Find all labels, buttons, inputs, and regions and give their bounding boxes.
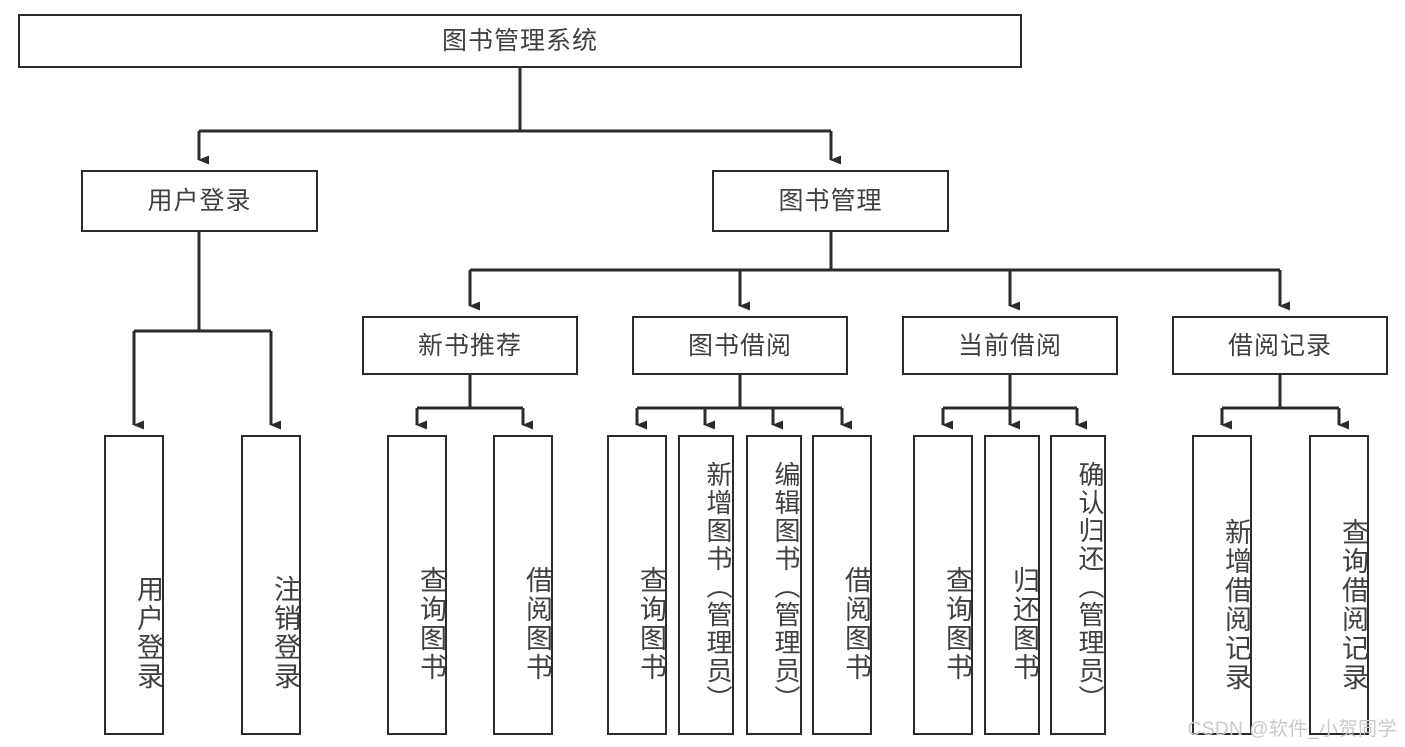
leaf-logout[interactable]: 注销登录: [241, 435, 301, 735]
leaf-return-book[interactable]: 归还图书: [984, 435, 1040, 735]
leaf-query-book-current[interactable]: 查询图书: [913, 435, 973, 735]
csdn-watermark: CSDN @软件_小贺同学: [1187, 719, 1397, 740]
node-book-management[interactable]: 图书管理: [712, 170, 949, 232]
leaf-borrow-book[interactable]: 借阅图书: [812, 435, 872, 735]
leaf-query-book-borrow[interactable]: 查询图书: [607, 435, 667, 735]
leaf-edit-book-admin[interactable]: 编辑图书（管理员）: [746, 435, 802, 735]
node-current-borrow[interactable]: 当前借阅: [902, 316, 1118, 375]
leaf-borrow-book-recommend[interactable]: 借阅图书: [493, 435, 553, 735]
leaf-confirm-return-admin[interactable]: 确认归还（管理员）: [1050, 435, 1106, 735]
leaf-query-borrow-record[interactable]: 查询借阅记录: [1309, 435, 1369, 735]
node-new-book-recommend[interactable]: 新书推荐: [362, 316, 578, 375]
leaf-query-book-recommend[interactable]: 查询图书: [387, 435, 447, 735]
node-book-borrow[interactable]: 图书借阅: [632, 316, 848, 375]
leaf-add-book-admin[interactable]: 新增图书（管理员）: [678, 435, 734, 735]
node-root-system[interactable]: 图书管理系统: [18, 14, 1022, 68]
node-borrow-record[interactable]: 借阅记录: [1172, 316, 1388, 375]
node-user-login[interactable]: 用户登录: [81, 170, 318, 232]
leaf-user-login[interactable]: 用户登录: [104, 435, 164, 735]
leaf-add-borrow-record[interactable]: 新增借阅记录: [1192, 435, 1252, 735]
